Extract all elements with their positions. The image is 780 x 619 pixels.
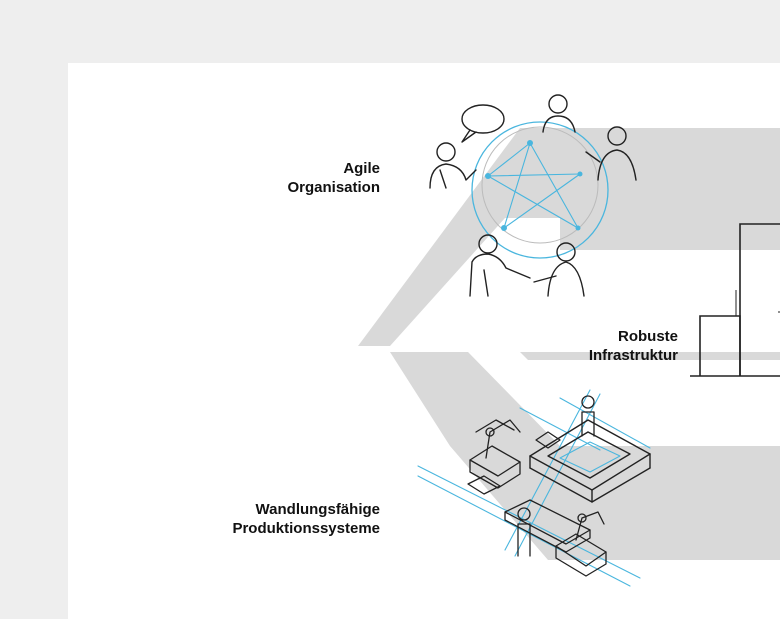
label-infra-line1: Robuste [618, 328, 678, 345]
chevron-bottom [358, 352, 780, 560]
conveyor-icon [529, 419, 651, 503]
chevron-bands [358, 128, 780, 560]
label-robuste-infrastruktur: Robuste Infrastruktur [490, 327, 678, 365]
label-prod-line2: Produktionssysteme [232, 520, 380, 537]
robot-arm-icon [467, 431, 561, 495]
building-icon [690, 223, 780, 377]
robot-arm-icon [469, 419, 521, 489]
speech-bubble-icon [461, 104, 505, 143]
person-icon [517, 507, 531, 557]
person-icon [429, 142, 477, 189]
robot-arm-icon [504, 499, 607, 577]
network-nodes [485, 140, 583, 231]
network-lines [487, 142, 581, 229]
team-cycle-circle [471, 121, 609, 259]
floor-lanes [417, 389, 651, 587]
team-inner-circle [481, 126, 599, 244]
person-icon [585, 126, 637, 181]
chevron-top [358, 128, 780, 346]
label-wandlungsfaehige-produktionssysteme: Wandlungsfähige Produktionssysteme [100, 500, 380, 538]
label-infra-line2: Infrastruktur [588, 347, 678, 364]
label-prod-line1: Wandlungsfähige [255, 501, 380, 518]
label-agile-line1: Agile [343, 160, 380, 177]
chevron-middle-right [520, 352, 780, 360]
person-icon [542, 94, 576, 133]
production-illustration [417, 389, 651, 587]
label-agile-organisation: Agile Organisation [140, 159, 380, 197]
person-icon [469, 234, 531, 297]
person-icon [533, 242, 585, 297]
label-agile-line2: Organisation [287, 179, 380, 196]
person-icon [581, 395, 595, 437]
agile-illustration [429, 94, 637, 297]
